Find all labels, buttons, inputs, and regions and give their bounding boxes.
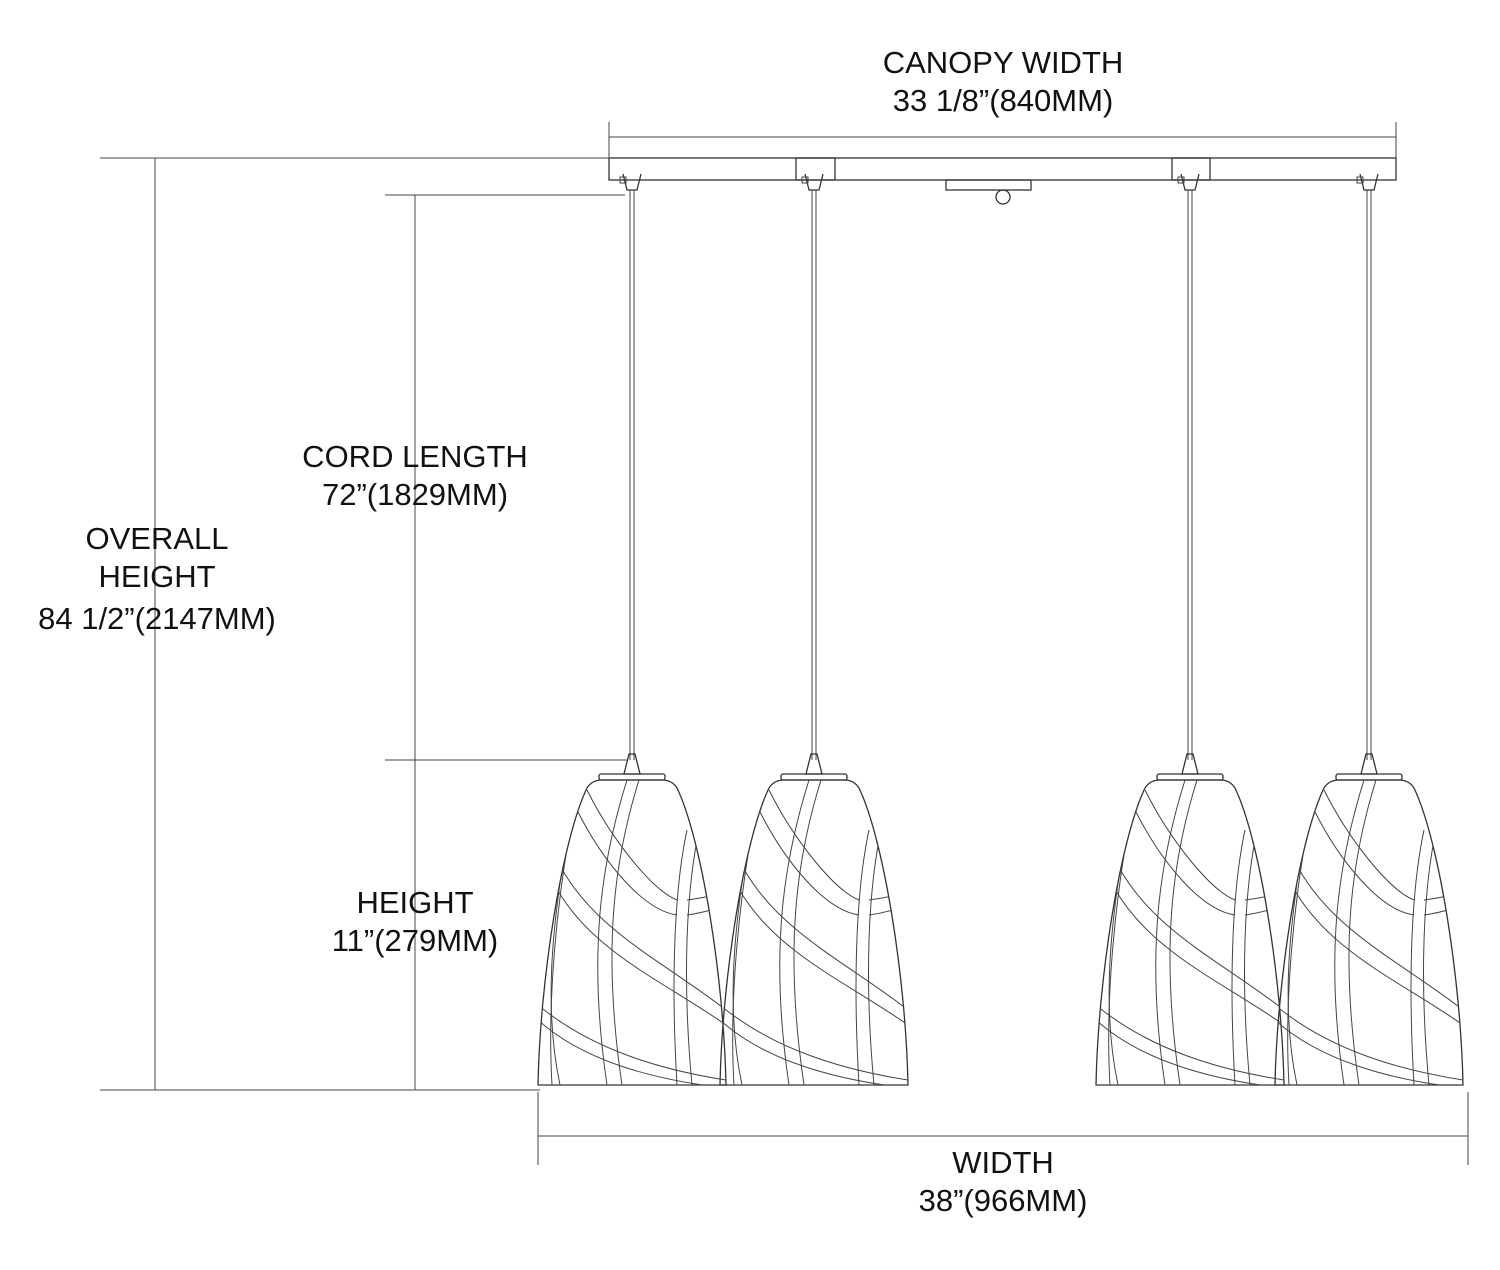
canopy-width-title: CANOPY WIDTH xyxy=(882,45,1124,80)
width-title: WIDTH xyxy=(952,1145,1054,1180)
cord-length-title: CORD LENGTH xyxy=(302,439,528,474)
pendants xyxy=(538,174,1463,1088)
height-title: HEIGHT xyxy=(356,885,474,920)
canopy-width-label: CANOPY WIDTH 33 1/8”(840MM) xyxy=(883,44,1124,120)
pendant-light-3 xyxy=(1096,174,1284,1088)
cord-length-dimension-line xyxy=(385,194,628,1090)
canopy-width-dimension-line xyxy=(608,122,1397,158)
pendant-light-2 xyxy=(720,174,908,1088)
pendant-light-4 xyxy=(1275,174,1463,1088)
width-value: 38”(966MM) xyxy=(918,1183,1088,1218)
width-label: WIDTH 38”(966MM) xyxy=(919,1144,1088,1220)
canopy xyxy=(608,157,1397,205)
cord-length-value: 72”(1829MM) xyxy=(321,477,509,512)
cord-length-label: CORD LENGTH 72”(1829MM) xyxy=(302,438,528,514)
height-label: HEIGHT 11”(279MM) xyxy=(332,884,499,960)
width-dimension-line xyxy=(537,1092,1469,1165)
pendant-light-1 xyxy=(538,174,726,1088)
overall-height-label: OVERALL HEIGHT 84 1/2”(2147MM) xyxy=(38,520,276,638)
height-value: 11”(279MM) xyxy=(331,923,499,958)
overall-height-title-1: OVERALL xyxy=(85,521,229,556)
overall-height-value: 84 1/2”(2147MM) xyxy=(38,601,276,636)
overall-height-title-2: HEIGHT xyxy=(98,559,216,594)
overall-height-dimension-line xyxy=(100,157,609,1091)
canopy-width-value: 33 1/8”(840MM) xyxy=(892,83,1114,118)
